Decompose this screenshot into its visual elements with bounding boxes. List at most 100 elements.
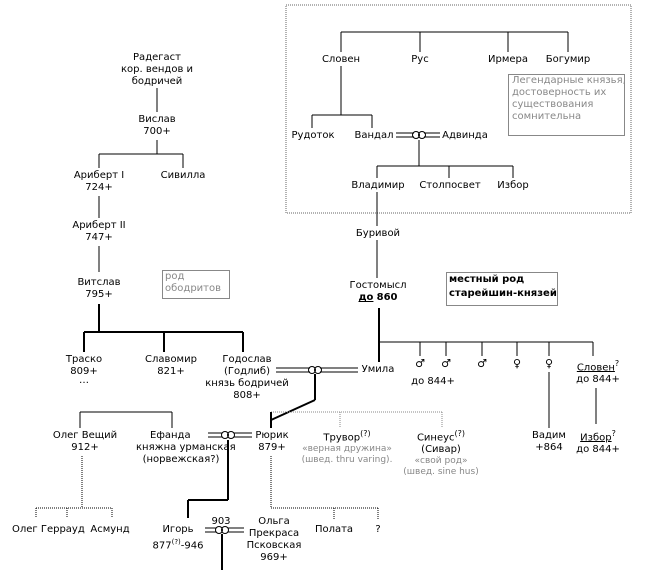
aribert1-node: Ариберт I 724+	[66, 170, 132, 194]
date: до 844+	[576, 444, 620, 456]
date: 879+	[258, 442, 286, 453]
title: княжна урманская	[136, 442, 236, 453]
date: -946	[180, 540, 204, 552]
ellipsis: …	[79, 375, 89, 386]
polata-node: Полата	[314, 524, 354, 535]
unknown-node: ?	[375, 524, 381, 535]
name: Вислав	[138, 114, 176, 125]
date: 809+	[70, 366, 98, 377]
etymology: (швед. thru varing).	[301, 455, 393, 466]
date: до 844+	[576, 374, 620, 386]
note-line: старейшин-князей	[449, 288, 557, 299]
date: 877	[152, 540, 172, 552]
name: Словен	[576, 362, 615, 374]
name: Вадим	[532, 430, 566, 441]
irmera-node: Ирмера	[488, 54, 528, 65]
trasko-node: Траско 809+ …	[58, 354, 110, 386]
year-903: 903	[211, 516, 231, 527]
vadim-node: Вадим +864	[526, 430, 572, 454]
name: Трувор	[323, 432, 361, 444]
male-icon: ♂	[441, 357, 451, 370]
question-mark: (?)	[360, 429, 371, 438]
title: князь бодричей	[205, 378, 289, 389]
meaning: «верная дружина»	[302, 444, 392, 455]
name: Синеус	[416, 432, 455, 444]
oleg-gerraud-node: Олег Геррауд	[12, 524, 85, 535]
title: (норвежская?)	[142, 454, 220, 465]
name: Игорь	[162, 524, 194, 535]
note-line: существования	[512, 99, 594, 110]
date: 969+	[260, 552, 288, 563]
izbor2-node: Избор? до 844+	[568, 428, 628, 456]
igor-node: Игорь 877(?)-946	[148, 524, 208, 552]
question-mark: (?)	[454, 429, 466, 438]
name: Траско	[65, 354, 103, 365]
note-line: сомнительна	[512, 111, 582, 122]
vitslav-node: Витслав 795+	[72, 277, 126, 301]
name: Годослав	[222, 354, 272, 365]
title: Псковская	[246, 540, 302, 551]
asmund-node: Асмунд	[90, 524, 130, 535]
advinda-node: Адвинда	[442, 130, 488, 141]
male-icon: ♂	[415, 357, 425, 370]
gostomysl-node: Гостомысл до 860	[344, 280, 412, 304]
aribert2-node: Ариберт II 747+	[66, 220, 132, 244]
sloven2-node: Словен? до 844+	[568, 358, 628, 386]
note-line: Легендарные князья,	[512, 75, 626, 86]
name: Рюрик	[255, 430, 289, 441]
slavomir-node: Славомир 821+	[140, 354, 202, 378]
note-line: ободритов	[165, 283, 222, 294]
date: 700+	[143, 126, 171, 137]
ryurik-node: Рюрик 879+	[252, 430, 292, 454]
date: 912+	[71, 442, 99, 453]
umila-node: Умила	[361, 364, 395, 375]
note-line: местный род	[449, 274, 525, 285]
date: 795+	[85, 289, 113, 300]
date: +864	[535, 442, 563, 453]
date: 724+	[85, 182, 113, 193]
obodrit-note: род ободритов	[162, 270, 230, 299]
sineus-node: Синеус(?) (Сивар) «свой род» (швед. sine…	[396, 428, 486, 478]
name: Ольга	[258, 516, 290, 527]
vislav-node: Вислав 700+	[126, 114, 188, 138]
vandal-node: Вандал	[354, 130, 394, 141]
sloven-node: Словен	[321, 54, 361, 65]
izbor-node: Избор	[497, 180, 529, 191]
title: бодричей	[131, 76, 183, 87]
legendary-box	[285, 4, 632, 214]
vladimir-node: Владимир	[351, 180, 405, 191]
stolposvet-node: Столпосвет	[419, 180, 481, 191]
rus-node: Рус	[411, 54, 429, 65]
date: 808+	[233, 390, 261, 401]
name: Славомир	[145, 354, 197, 365]
date: 747+	[85, 232, 113, 243]
name: Избор	[580, 432, 612, 444]
etymology: (швед. sine hus)	[403, 467, 479, 478]
date: 821+	[157, 366, 185, 377]
olga-node: Ольга Прекраса Псковская 969+	[242, 516, 306, 564]
name: Гостомысл	[349, 280, 407, 291]
name: Витслав	[77, 277, 121, 288]
local-note: местный род старейшин-князей	[446, 272, 558, 306]
title: кор. вендов и	[120, 64, 194, 75]
rudotok-node: Рудоток	[291, 130, 335, 141]
question-mark: ?	[611, 429, 616, 438]
female-icon: ♀	[512, 357, 522, 370]
godoslav-node: Годослав (Годлиб) князь бодричей 808+	[202, 354, 292, 402]
efanda-node: Ефанда княжна урманская (норвежская?)	[136, 430, 236, 466]
name: Ариберт I	[73, 170, 125, 181]
alias: (Годлиб)	[224, 366, 270, 377]
name: Олег Вещий	[52, 430, 118, 441]
male-icon: ♂	[477, 357, 487, 370]
name: Ариберт II	[72, 220, 126, 231]
date-prefix: до	[358, 292, 374, 303]
date: 860	[376, 292, 398, 303]
female-icon: ♀	[544, 357, 554, 370]
name: Ефанда	[150, 430, 191, 441]
alias: Прекраса	[248, 528, 300, 539]
truvor-node: Трувор(?) «верная дружина» (швед. thru v…	[296, 428, 398, 466]
burivoy-node: Буривой	[355, 228, 401, 239]
meaning: «свой род»	[414, 456, 468, 467]
